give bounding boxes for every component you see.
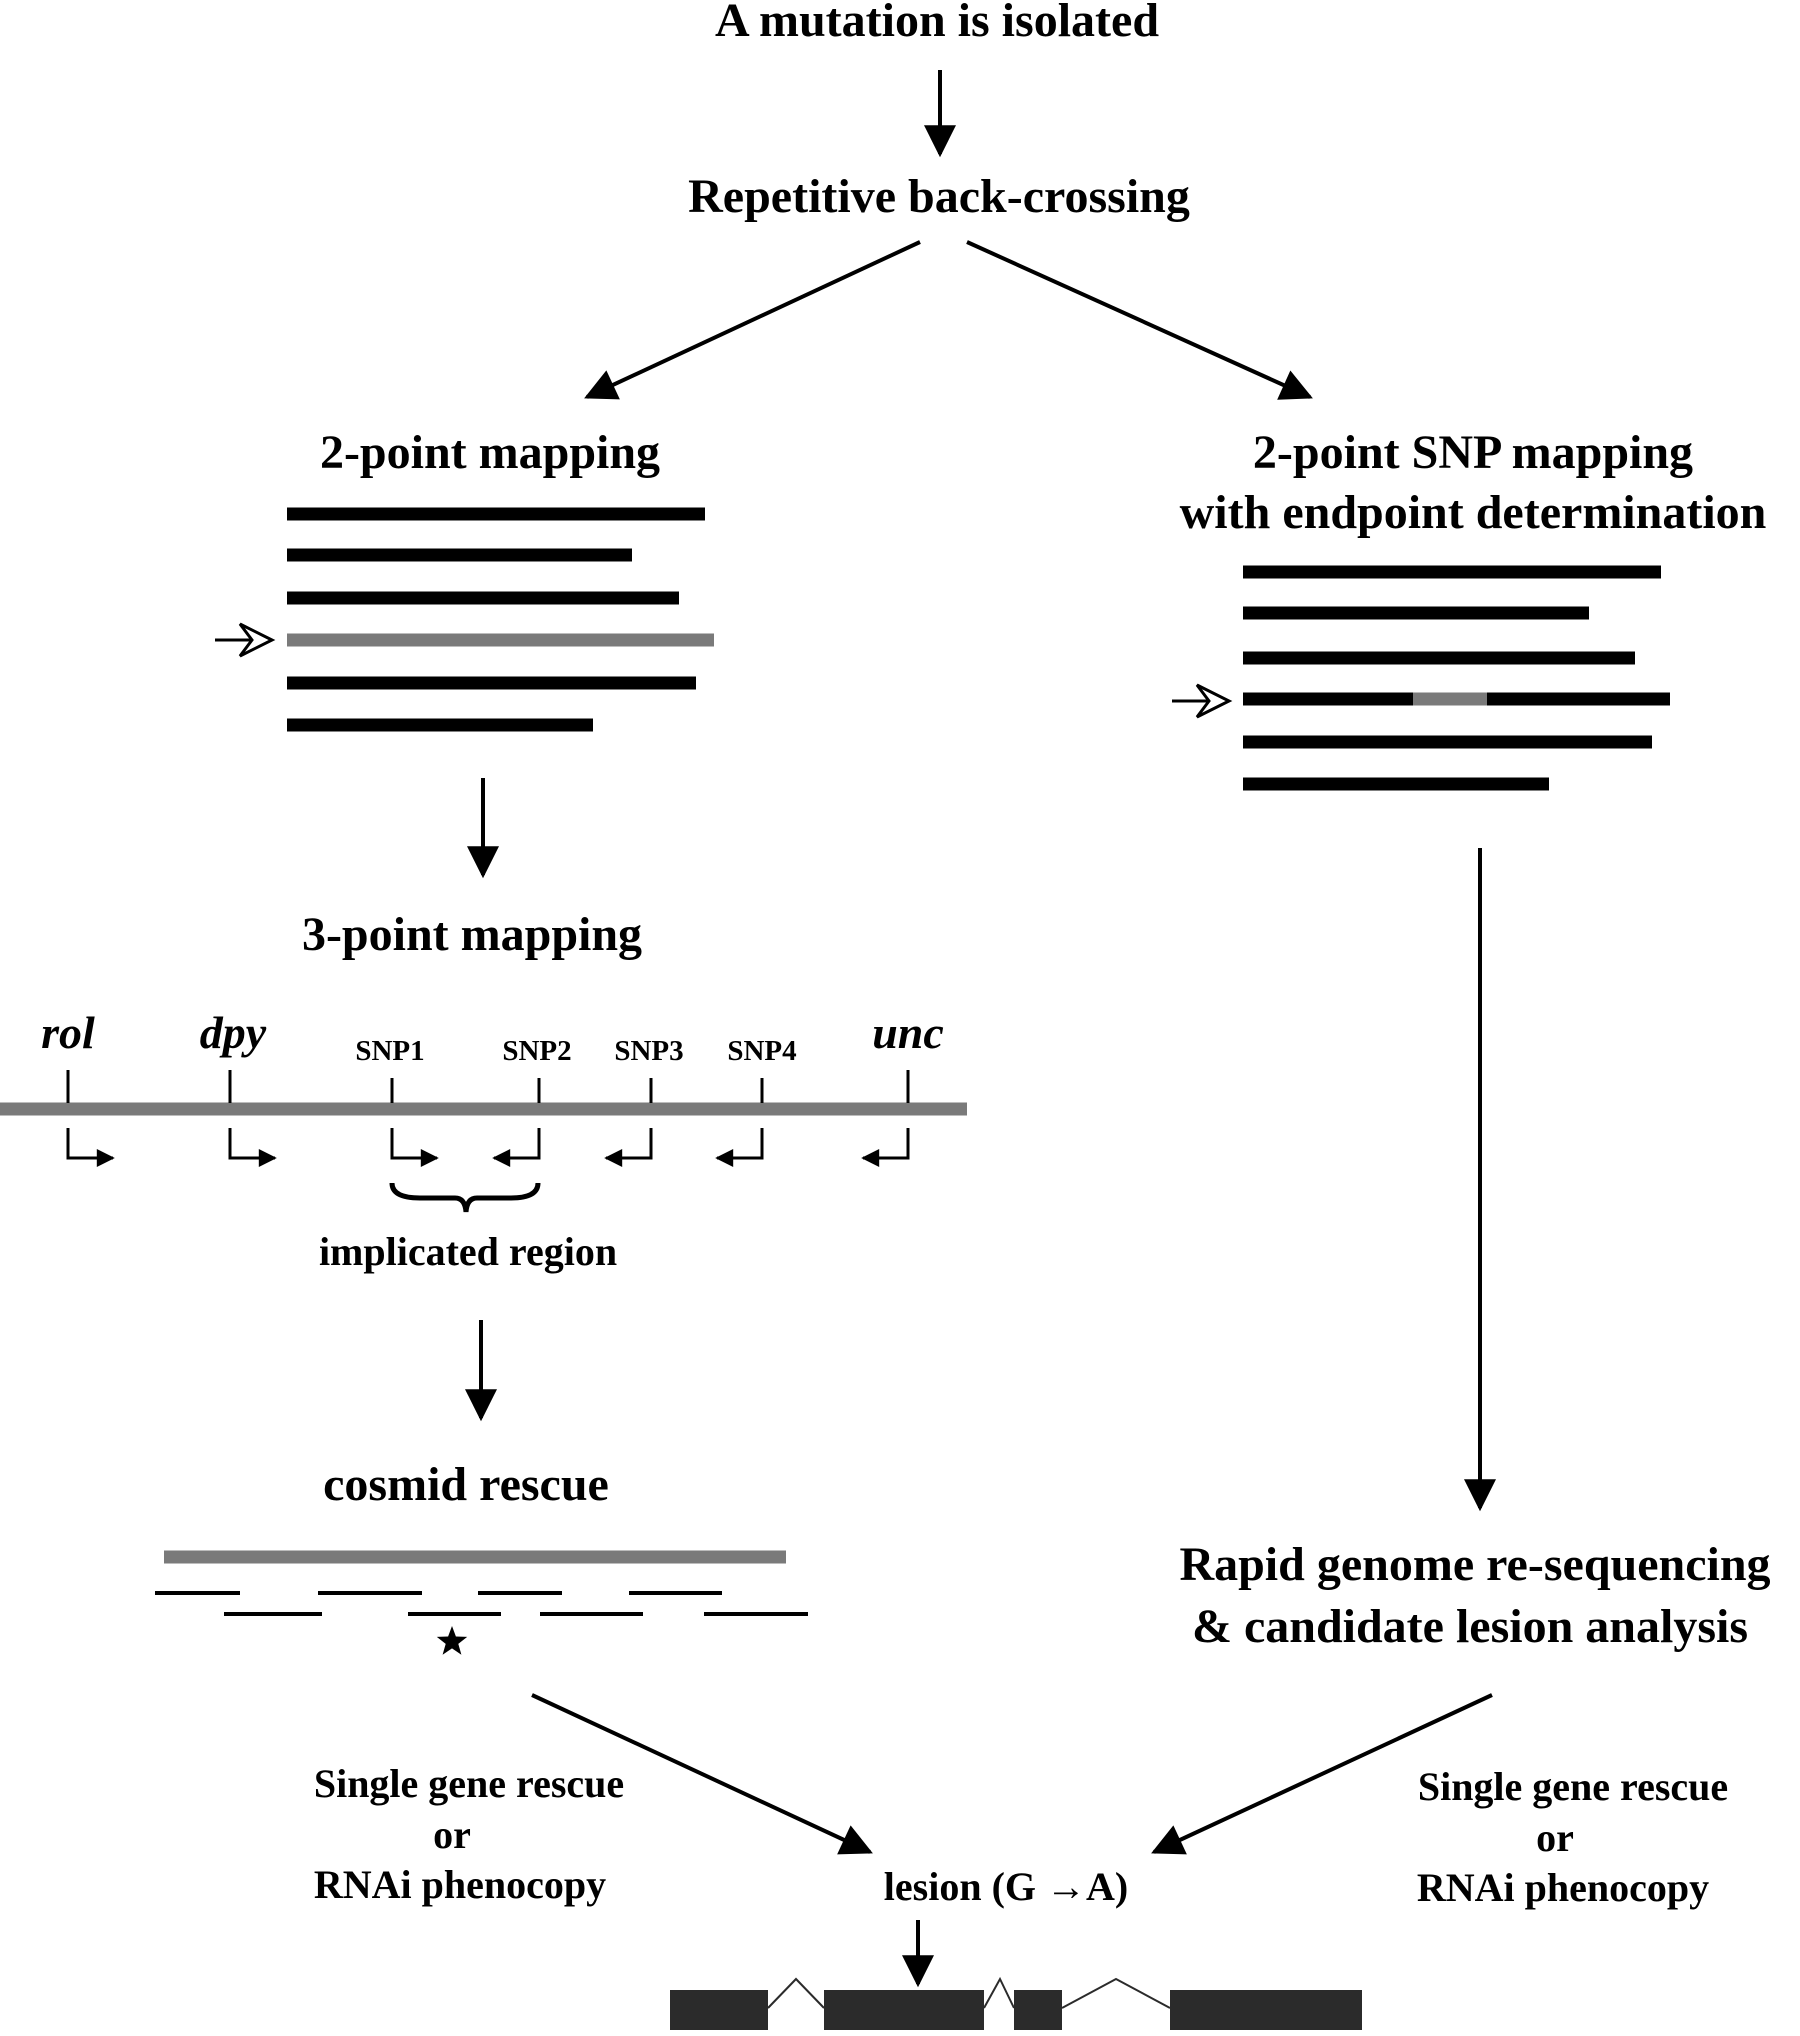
- arrow-to-two-point-mapping: [584, 240, 921, 400]
- right-arrow-icon: [66, 1128, 115, 1167]
- pointer-arrow-icon: [215, 622, 276, 658]
- left-arrow-icon: [492, 1128, 541, 1167]
- right-arrow-icon: [228, 1128, 277, 1167]
- right-rescue-line1: Single gene rescue: [1418, 1764, 1728, 1809]
- cosmid-rescue-label: cosmid rescue: [323, 1458, 609, 1511]
- left-rescue-line2: or: [433, 1812, 471, 1857]
- resequencing-label-line1: Rapid genome re-sequencing: [1179, 1538, 1770, 1591]
- intron-2: [983, 1976, 1015, 2009]
- lesion-label: lesion (G →A): [884, 1864, 1128, 1909]
- snp-mapping-label-line1: 2-point SNP mapping: [1253, 426, 1693, 479]
- mutation-isolated-label: A mutation is isolated: [715, 0, 1159, 47]
- marker-snp1: SNP1: [355, 1035, 424, 1067]
- right-rescue-line2: or: [1536, 1815, 1574, 1860]
- right-rescue-line3: RNAi phenocopy: [1417, 1865, 1709, 1910]
- marker-rol: rol: [41, 1007, 95, 1058]
- right-arrow-icon: [390, 1128, 439, 1167]
- marker-snp4: SNP4: [727, 1035, 796, 1067]
- resequencing-label-line2: & candidate lesion analysis: [1192, 1600, 1748, 1653]
- exon-3: [1014, 1990, 1062, 2030]
- star-icon: [436, 1626, 468, 1655]
- arrow-right-to-lesion: [1151, 1693, 1493, 1855]
- gene-model: [670, 1976, 1362, 2030]
- left-rescue-line1: Single gene rescue: [314, 1761, 624, 1806]
- exon-4: [1170, 1990, 1362, 2030]
- intron-3: [1061, 1977, 1171, 2009]
- arrow-to-snp-mapping: [966, 240, 1313, 400]
- two-point-mapping-bars: [287, 507, 714, 732]
- left-arrow-icon: [861, 1128, 910, 1167]
- arrow-left-to-lesion: [531, 1693, 873, 1855]
- exon-1: [670, 1990, 768, 2030]
- pointer-arrow-icon: [1172, 683, 1233, 719]
- marker-unc: unc: [872, 1007, 944, 1058]
- three-point-mapping-label: 3-point mapping: [302, 908, 642, 961]
- marker-snp3: SNP3: [614, 1035, 683, 1067]
- implicated-region-label: implicated region: [319, 1229, 617, 1274]
- left-arrow-icon: [715, 1128, 764, 1167]
- snp-mapping-bars: [1243, 565, 1670, 791]
- left-rescue-line3: RNAi phenocopy: [314, 1862, 606, 1907]
- exon-2: [824, 1990, 984, 2030]
- marker-dpy: dpy: [200, 1007, 267, 1058]
- snp-mapping-label-line2: with endpoint determination: [1180, 486, 1767, 539]
- marker-ticks: [66, 1070, 910, 1103]
- intron-1: [767, 1977, 825, 2009]
- implicated-region-brace: [389, 1182, 541, 1213]
- marker-snp2: SNP2: [502, 1035, 571, 1067]
- left-arrow-icon: [604, 1128, 653, 1167]
- cosmid-clones: [155, 1591, 808, 1616]
- two-point-mapping-label: 2-point mapping: [320, 426, 660, 479]
- back-crossing-label: Repetitive back-crossing: [688, 170, 1190, 223]
